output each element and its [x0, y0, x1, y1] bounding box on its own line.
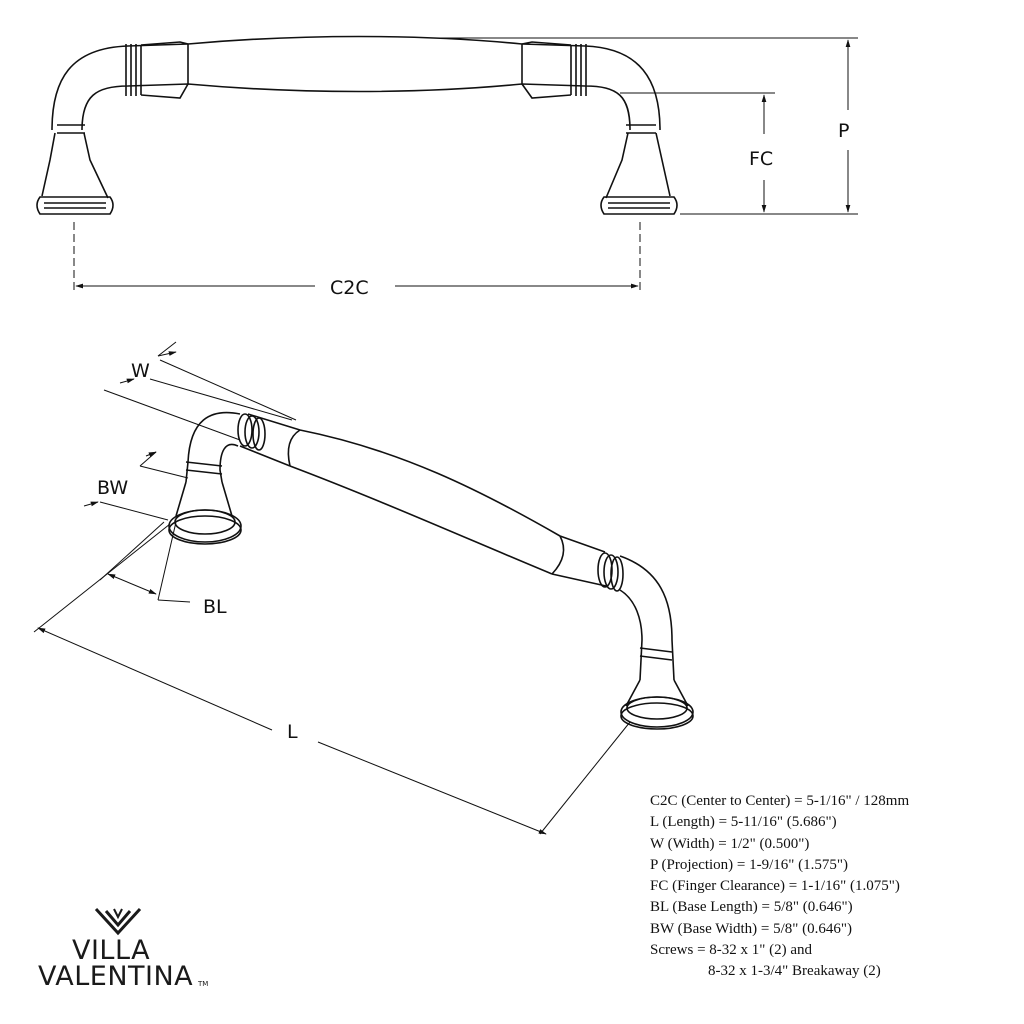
spec-line-l: L (Length) = 5-11/16" (5.686")	[650, 814, 837, 831]
spec-line-fc: FC (Finger Clearance) = 1-1/16" (1.075")	[650, 878, 900, 895]
spec-line-screws: Screws = 8-32 x 1" (2) and	[650, 942, 813, 959]
dim-label-bl: BL	[203, 596, 227, 618]
dim-label-l: L	[287, 721, 298, 743]
front-dimension-lines	[73, 37, 858, 292]
spec-list: C2C (Center to Center) = 5-1/16" / 128mm…	[650, 791, 909, 983]
front-view	[36, 35, 678, 215]
logo-line-villa: VILLA	[72, 935, 151, 966]
trademark-mark: TM	[198, 980, 209, 988]
spec-line-bl: BL (Base Length) = 5/8" (0.646")	[650, 899, 853, 916]
isometric-view	[168, 411, 694, 730]
spec-line-w: W (Width) = 1/2" (0.500")	[650, 835, 810, 852]
spec-line-c2c: C2C (Center to Center) = 5-1/16" / 128mm	[650, 793, 910, 809]
dim-label-bw: BW	[97, 477, 128, 499]
villa-valentina-logo: VILLA VALENTINA TM	[38, 905, 218, 995]
dim-label-w: W	[131, 360, 150, 382]
spec-line-bw: BW (Base Width) = 5/8" (0.646")	[650, 920, 853, 937]
spec-line-screws-breakaway: 8-32 x 1-3/4" Breakaway (2)	[708, 963, 881, 980]
iso-dimension-lines	[33, 341, 631, 835]
chevron-leaf-icon	[94, 907, 142, 936]
spec-line-p: P (Projection) = 1-9/16" (1.575")	[650, 856, 849, 873]
dim-label-p: P	[838, 120, 849, 142]
logo-line-valentina: VALENTINA	[38, 961, 194, 992]
dim-label-c2c: C2C	[330, 277, 369, 299]
dim-label-fc: FC	[749, 148, 773, 170]
